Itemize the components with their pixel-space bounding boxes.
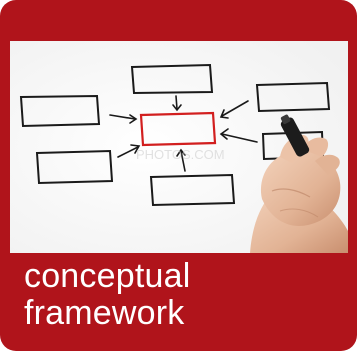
diagram-box-lower-left (35, 149, 114, 185)
diagram-box-bottom (149, 173, 236, 207)
diagram-arrows (109, 95, 258, 172)
tile-caption: conceptual framework (24, 258, 344, 332)
diagram-box-right (255, 81, 331, 113)
diagram-photo: PHOTOS.COM (10, 41, 348, 253)
caption-line-1: conceptual (24, 257, 191, 295)
hand-icon (250, 114, 348, 253)
diagram-box-top (130, 63, 214, 95)
hand-drawn-diagram: PHOTOS.COM (10, 41, 348, 253)
watermark-text: PHOTOS.COM (136, 147, 225, 162)
diagram-box-left (19, 94, 101, 128)
diagram-box-center (139, 111, 217, 147)
caption-line-2: framework (24, 294, 185, 332)
